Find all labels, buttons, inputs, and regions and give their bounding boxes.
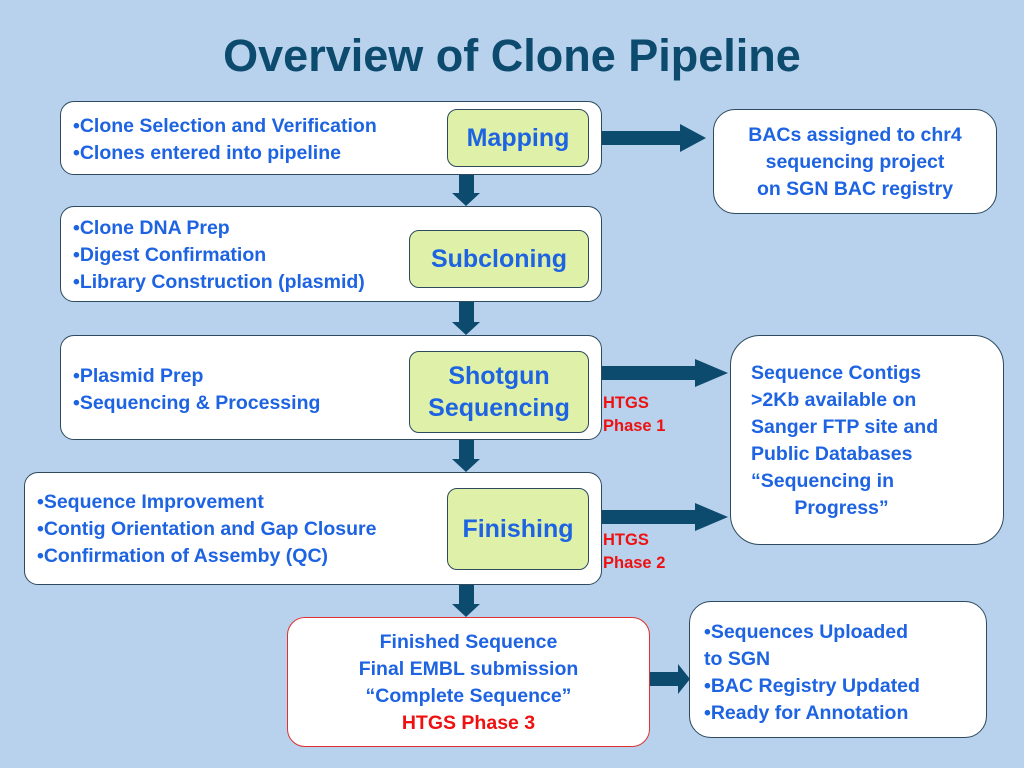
subcloning-stage-label: Subcloning	[409, 230, 589, 288]
output-line: on SGN BAC registry	[756, 178, 954, 200]
output-line: Progress”	[751, 497, 889, 519]
bullet-item: •Sequencing & Processing	[73, 392, 321, 414]
output-line: •Ready for Annotation	[704, 702, 909, 724]
arrow-right-mapping	[602, 124, 706, 152]
arrow-down-2	[452, 302, 480, 335]
arrow-right-finishing	[602, 503, 728, 531]
output-line: Sequence Contigs	[751, 362, 922, 384]
arrow-down-1	[452, 175, 480, 206]
output-line: Sanger FTP site and	[751, 416, 939, 438]
subcloning-bullets: •Clone DNA Prep •Digest Confirmation •Li…	[73, 215, 365, 296]
mapping-bullets: •Clone Selection and Verification •Clone…	[73, 113, 377, 167]
bac-registry-output-box: BACs assigned to chr4 sequencing project…	[713, 109, 997, 214]
bullet-item: •Sequence Improvement	[37, 491, 264, 513]
arrow-down-4	[452, 585, 480, 617]
finished-sequence-box: Finished Sequence Final EMBL submission …	[287, 617, 650, 747]
output-line: sequencing project	[765, 151, 945, 173]
bullet-item: •Contig Orientation and Gap Closure	[37, 518, 377, 540]
output-line: •Sequences Uploaded	[704, 621, 909, 643]
bullet-item: •Clones entered into pipeline	[73, 142, 341, 164]
slide-title: Overview of Clone Pipeline	[223, 30, 801, 81]
stage-name: Subcloning	[430, 245, 568, 273]
final-line: Final EMBL submission	[358, 658, 579, 680]
htgs-phase-3-label: HTGS Phase 3	[401, 712, 536, 734]
output-line: BACs assigned to chr4	[748, 124, 962, 146]
phase-label-line: HTGS	[603, 394, 649, 412]
output-line: •BAC Registry Updated	[704, 675, 920, 697]
arrow-right-shotgun	[602, 359, 728, 387]
sgn-upload-output-box: •Sequences Uploaded to SGN •BAC Registry…	[689, 601, 987, 738]
mapping-stage-label: Mapping	[447, 109, 589, 167]
shotgun-bullets: •Plasmid Prep •Sequencing & Processing	[73, 363, 320, 417]
stage-name: Finishing	[462, 515, 574, 543]
bullet-item: •Digest Confirmation	[73, 244, 267, 266]
finishing-stage-label: Finishing	[447, 488, 589, 570]
output-line: Public Databases	[751, 443, 913, 465]
final-line: “Complete Sequence”	[365, 685, 572, 707]
finished-sequence-text: Finished Sequence Final EMBL submission …	[288, 618, 649, 737]
bullet-item: •Plasmid Prep	[73, 365, 204, 387]
bullet-item: •Clone DNA Prep	[73, 217, 230, 239]
bullet-item: •Confirmation of Assemby (QC)	[37, 545, 329, 567]
phase-label-line: Phase 2	[603, 554, 666, 572]
phase-label-line: Phase 1	[603, 417, 666, 435]
phase-label-line: HTGS	[603, 531, 649, 549]
stage-name: Mapping	[466, 124, 570, 152]
arrow-right-final	[650, 664, 690, 694]
output-line: to SGN	[704, 648, 771, 670]
stage-name: Sequencing	[428, 394, 570, 422]
stage-name: Shotgun	[448, 362, 550, 390]
arrow-down-3	[452, 440, 480, 472]
sequence-contigs-output-box: Sequence Contigs >2Kb available on Sange…	[730, 335, 1004, 545]
htgs-phase-1-label: HTGS Phase 1	[603, 392, 665, 438]
htgs-phase-2-label: HTGS Phase 2	[603, 529, 665, 575]
finishing-bullets: •Sequence Improvement •Contig Orientatio…	[37, 489, 376, 570]
bullet-item: •Library Construction (plasmid)	[73, 271, 365, 293]
shotgun-stage-label: Shotgun Sequencing	[409, 351, 589, 433]
bullet-item: •Clone Selection and Verification	[73, 115, 377, 137]
output-line: >2Kb available on	[751, 389, 917, 411]
output-line: “Sequencing in	[751, 470, 895, 492]
final-line: Finished Sequence	[379, 631, 558, 653]
